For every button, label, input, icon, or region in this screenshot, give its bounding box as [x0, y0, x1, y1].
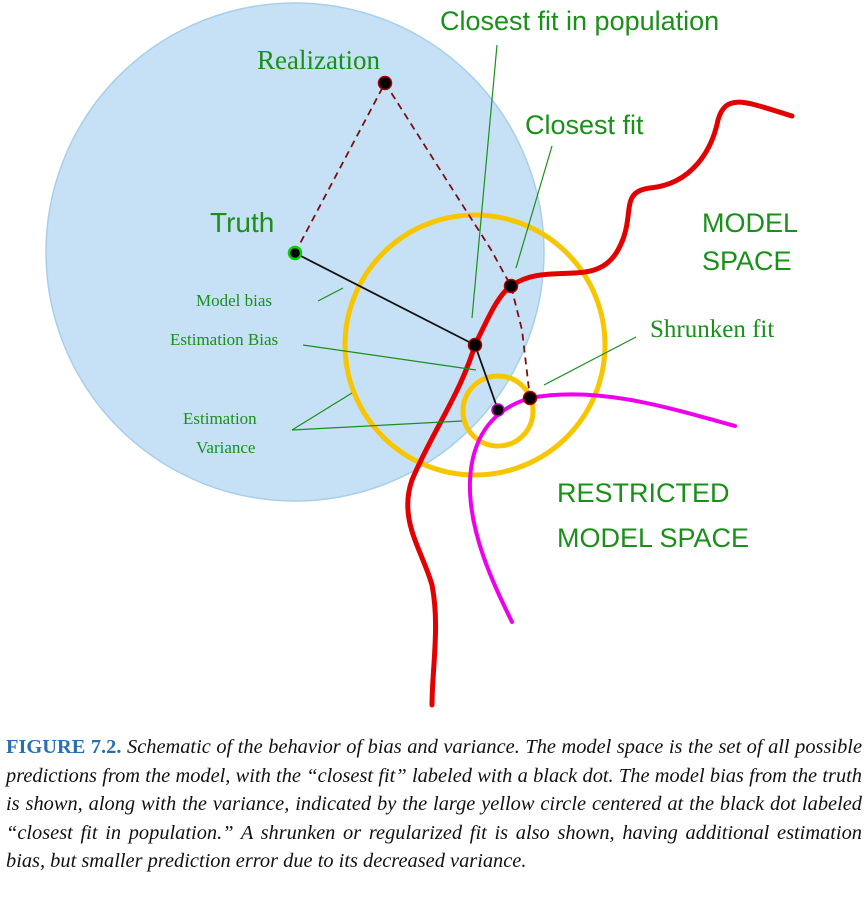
label-shrunken-fit: Shrunken fit — [650, 316, 774, 343]
large-variance-circle — [342, 212, 608, 478]
figure-number: FIGURE 7.2. — [6, 736, 122, 758]
figure-caption-text: Schematic of the behavior of bias and va… — [6, 736, 862, 872]
estimation-bias-line — [474, 344, 499, 411]
label-closest-fit: Closest fit — [525, 110, 644, 140]
leader-estimation-variance-large — [291, 392, 353, 431]
leader-estimation-bias — [302, 344, 477, 371]
label-model-space-line1: MODEL — [702, 208, 798, 238]
label-realization: Realization — [257, 45, 380, 75]
realization-to-shrunken-dashed-line — [384, 82, 531, 399]
leader-closest-fit-population — [471, 44, 498, 319]
leader-estimation-variance-small — [291, 420, 463, 431]
closest-fit-point — [503, 278, 519, 294]
label-restricted-model-space-line2: MODEL SPACE — [557, 523, 749, 553]
label-model-space-line2: SPACE — [702, 246, 792, 276]
shrunken-population-point — [491, 403, 505, 417]
label-closest-fit-in-population: Closest fit in population — [440, 6, 719, 36]
shrunken-fit-point — [522, 390, 538, 406]
realization-point — [377, 75, 393, 91]
leader-closest-fit — [515, 145, 553, 269]
model-bias-line — [294, 252, 476, 346]
label-model-bias: Model bias — [196, 291, 272, 310]
small-variance-circle — [460, 373, 536, 449]
label-truth: Truth — [210, 207, 274, 238]
label-estimation-variance-line2: Variance — [196, 438, 255, 457]
label-estimation-bias: Estimation Bias — [170, 330, 278, 349]
figure-caption: FIGURE 7.2. Schematic of the behavior of… — [6, 733, 862, 876]
closest-fit-in-population-point — [467, 337, 483, 353]
label-estimation-variance-line1: Estimation — [183, 409, 257, 428]
truth-point — [287, 245, 303, 261]
leader-shrunken-fit — [543, 336, 637, 386]
restricted-model-space-curve — [467, 392, 737, 624]
label-restricted-model-space-line1: RESTRICTED — [557, 478, 730, 508]
realization-to-truth-dashed-line — [294, 82, 386, 254]
leader-model-bias — [317, 287, 344, 302]
bias-variance-diagram: Closest fit in population Realization Cl… — [45, 2, 798, 708]
